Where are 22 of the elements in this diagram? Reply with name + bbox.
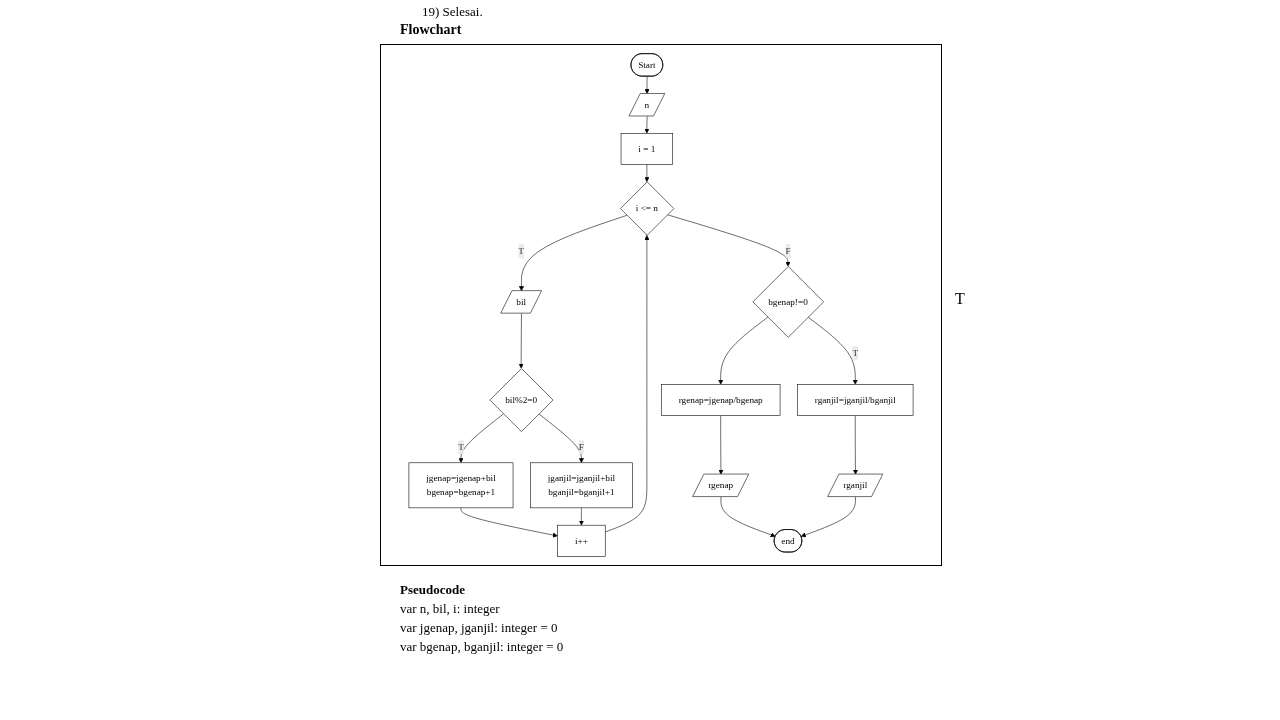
node-box bbox=[661, 384, 781, 416]
node-box bbox=[557, 524, 606, 557]
code-line: var jgenap, jganjil: integer = 0 bbox=[400, 619, 559, 637]
edge-label: F bbox=[785, 245, 791, 256]
code-line: var bgenap, bganjil: integer = 0 bbox=[400, 638, 564, 656]
branch-label: T bbox=[955, 290, 965, 308]
node-box bbox=[797, 384, 914, 416]
node-diamond bbox=[620, 181, 675, 236]
code-line: var n, bil, i: integer bbox=[400, 600, 501, 618]
section-heading: Flowchart bbox=[400, 22, 462, 38]
edge-label: T bbox=[852, 347, 859, 358]
node-box bbox=[620, 133, 673, 165]
node-diamond bbox=[752, 266, 824, 338]
node-box bbox=[530, 462, 633, 509]
flowchart-frame: T F T F T Start n i = 1 i <= n bil bil%2=0 jgenap=jgenap+bil bgenap=bgenap+1 jganjil=jganjil+bil bganjil=bganjil+1 i++ bgenap!=0 rganjil=jganjil/bganjil rganjil rgenap=jgenap/bgenap rgenap end bbox=[380, 44, 942, 566]
edge-label: T bbox=[518, 245, 525, 256]
node-box bbox=[408, 462, 514, 509]
edge-label: F bbox=[578, 442, 584, 452]
step-text: 19) Selesai. bbox=[422, 4, 483, 20]
edge-label: T bbox=[458, 442, 464, 452]
node-diamond bbox=[489, 368, 554, 432]
section-heading: Pseudocode bbox=[400, 581, 466, 599]
